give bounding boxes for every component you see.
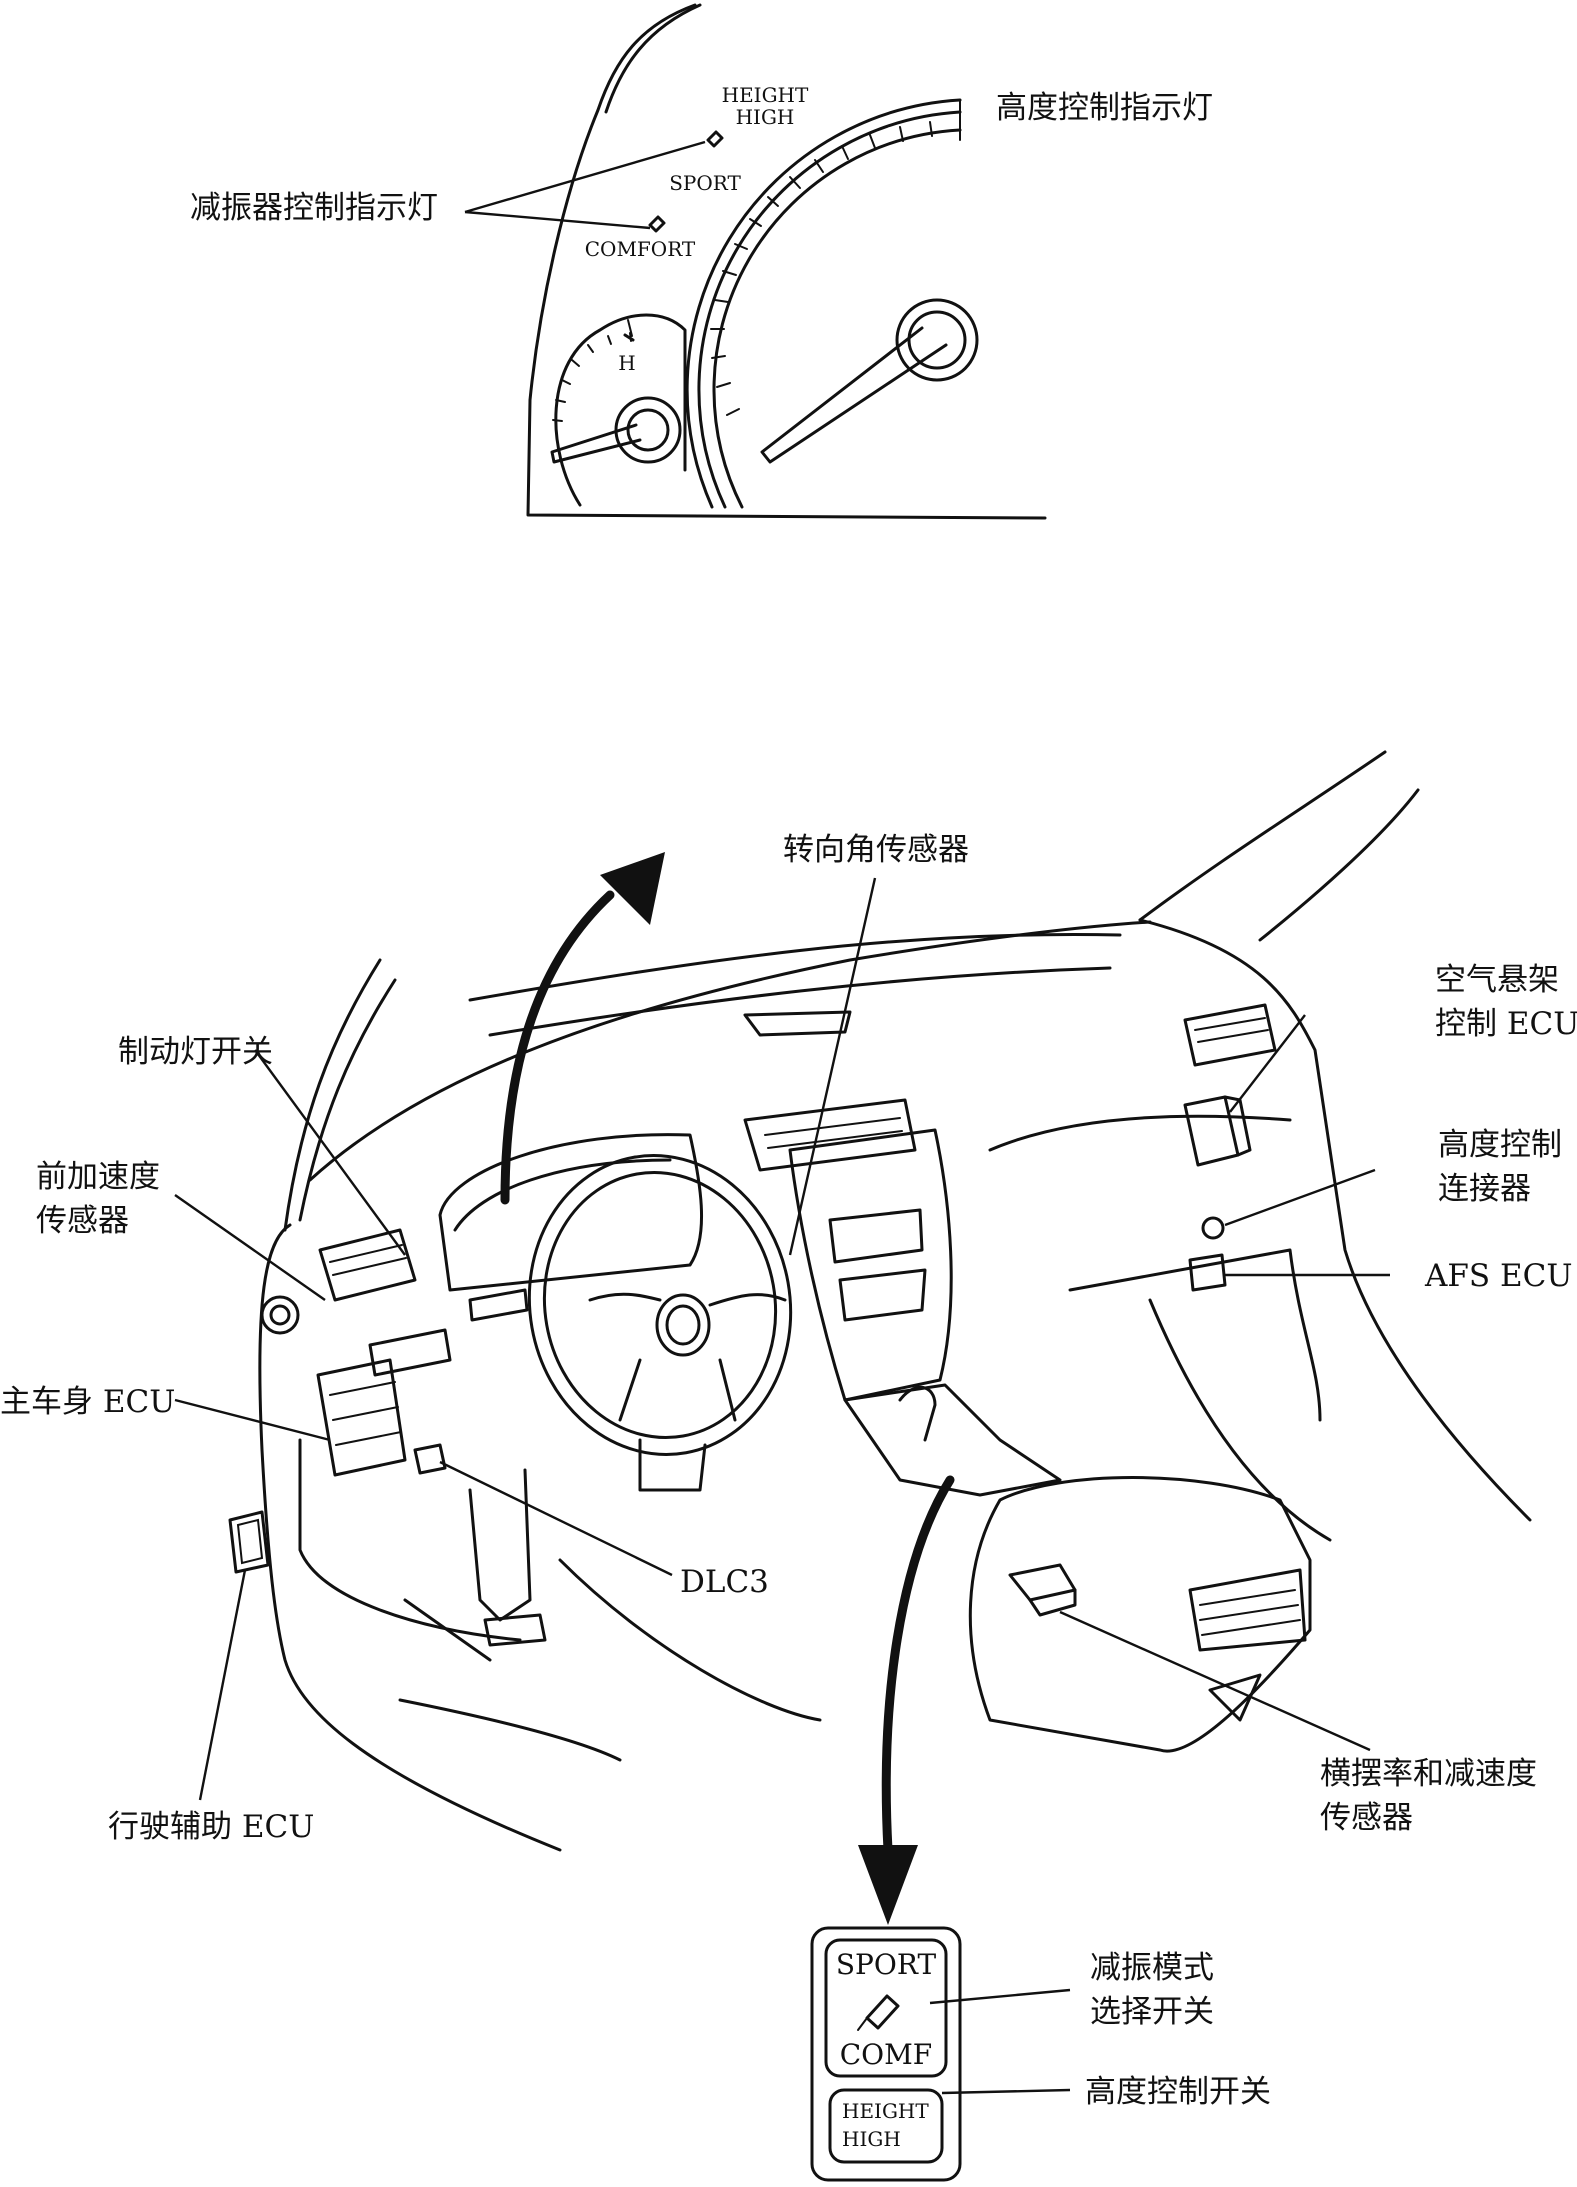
gauge-mark-h: H xyxy=(618,351,636,375)
instrument-cluster xyxy=(464,3,1047,520)
label-height-indicator: 高度控制指示灯 xyxy=(996,90,1213,126)
switch-sport-label: SPORT xyxy=(835,1948,937,1981)
speedometer-ticks xyxy=(710,121,933,416)
switch-height-label: HEIGHT xyxy=(842,2099,929,2123)
label-front-accel-sensor: 前加速度 传感器 xyxy=(36,1159,160,1239)
label-dlc3: DLC3 xyxy=(680,1564,769,1600)
label-afs-ecu: AFS ECU xyxy=(1425,1258,1573,1294)
label-brake-light-switch: 制动灯开关 xyxy=(118,1034,273,1070)
label-air-suspension-ecu: 空气悬架 控制 ECU xyxy=(1435,962,1577,1042)
label-height-control-connector: 高度控制 连接器 xyxy=(1438,1127,1562,1207)
switch-comf-label: COMF xyxy=(839,2038,933,2071)
label-steering-angle-sensor: 转向角传感器 xyxy=(783,832,969,868)
label-damping-mode-switch: 减振模式 选择开关 xyxy=(1090,1950,1214,2030)
label-main-body-ecu: 主车身 ECU xyxy=(0,1384,176,1420)
label-yaw-rate-sensor: 横摆率和减速度 传感器 xyxy=(1320,1756,1537,1836)
label-shock-indicator: 减振器控制指示灯 xyxy=(190,190,438,226)
label-height-control-switch: 高度控制开关 xyxy=(1085,2074,1271,2110)
label-driving-support-ecu: 行驶辅助 ECU xyxy=(108,1809,315,1845)
gauge-mark-height-high: HEIGHT HIGH xyxy=(721,83,809,129)
gauge-mark-comfort: COMFORT xyxy=(584,237,696,261)
gauge-mark-sport: SPORT xyxy=(669,171,741,195)
switch-panel xyxy=(810,1926,962,2182)
leader-lines xyxy=(174,877,1390,2095)
dashboard-interior xyxy=(228,750,1532,1925)
switch-high-label: HIGH xyxy=(842,2127,901,2151)
